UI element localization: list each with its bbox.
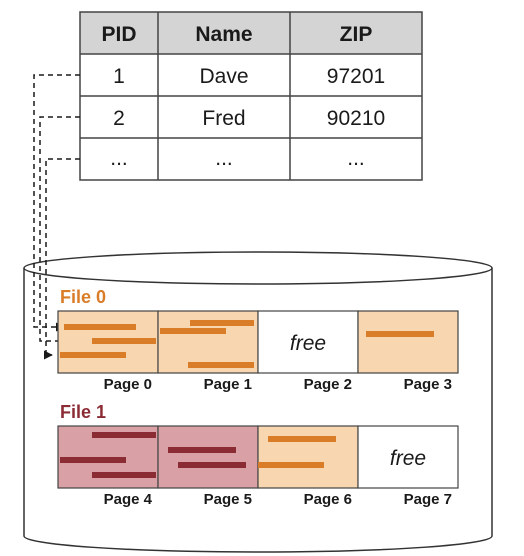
table-cell: 2 [113, 107, 125, 130]
record-bar [188, 362, 254, 368]
table-header-row [80, 12, 422, 54]
header-zip: ZIP [340, 23, 373, 46]
table-cell: ... [215, 147, 233, 170]
free-label: free [390, 447, 426, 470]
page-label: Page 0 [104, 376, 152, 393]
page-7 [357, 425, 459, 489]
page-label: Page 6 [304, 491, 352, 508]
page-label: Page 4 [104, 491, 153, 508]
table-cell: Fred [202, 107, 245, 130]
table-cell: ... [110, 147, 128, 170]
record-bar [92, 432, 156, 438]
record-bar [160, 328, 226, 334]
record-bar [268, 436, 336, 442]
record-bar [190, 320, 254, 326]
page-label: Page 1 [204, 376, 252, 393]
pointer-row-1 [33, 74, 80, 332]
header-name: Name [195, 23, 252, 46]
file-0-label: File 0 [60, 287, 106, 307]
page-3 [357, 310, 459, 374]
table-cell: Dave [199, 65, 248, 88]
record-bar [92, 338, 156, 344]
page-5 [157, 425, 259, 489]
table-cell: ... [347, 147, 365, 170]
record-bar [92, 472, 156, 478]
page-6 [257, 425, 359, 489]
page-2 [257, 310, 359, 374]
record-bar [60, 457, 126, 463]
file-0: free [57, 310, 459, 374]
file-1: free [57, 425, 459, 489]
record-bar [60, 352, 126, 358]
page-label: Page 2 [304, 376, 352, 393]
page-label: Page 3 [404, 376, 452, 393]
header-pid: PID [101, 23, 136, 46]
file-1-label: File 1 [60, 402, 106, 422]
table-cell: 90210 [327, 107, 385, 130]
table-cell: 1 [113, 65, 125, 88]
record-table: PID Name ZIP 1 Dave 97201 2 Fred 90210 .… [79, 11, 423, 181]
page-label: Page 5 [204, 491, 252, 508]
page-label: Page 7 [404, 491, 452, 508]
record-bar [168, 447, 236, 453]
table-cell: 97201 [327, 65, 385, 88]
record-bar [178, 462, 246, 468]
free-label: free [290, 332, 326, 355]
record-bar [258, 462, 324, 468]
record-bar [366, 331, 434, 337]
record-bar [64, 324, 136, 330]
